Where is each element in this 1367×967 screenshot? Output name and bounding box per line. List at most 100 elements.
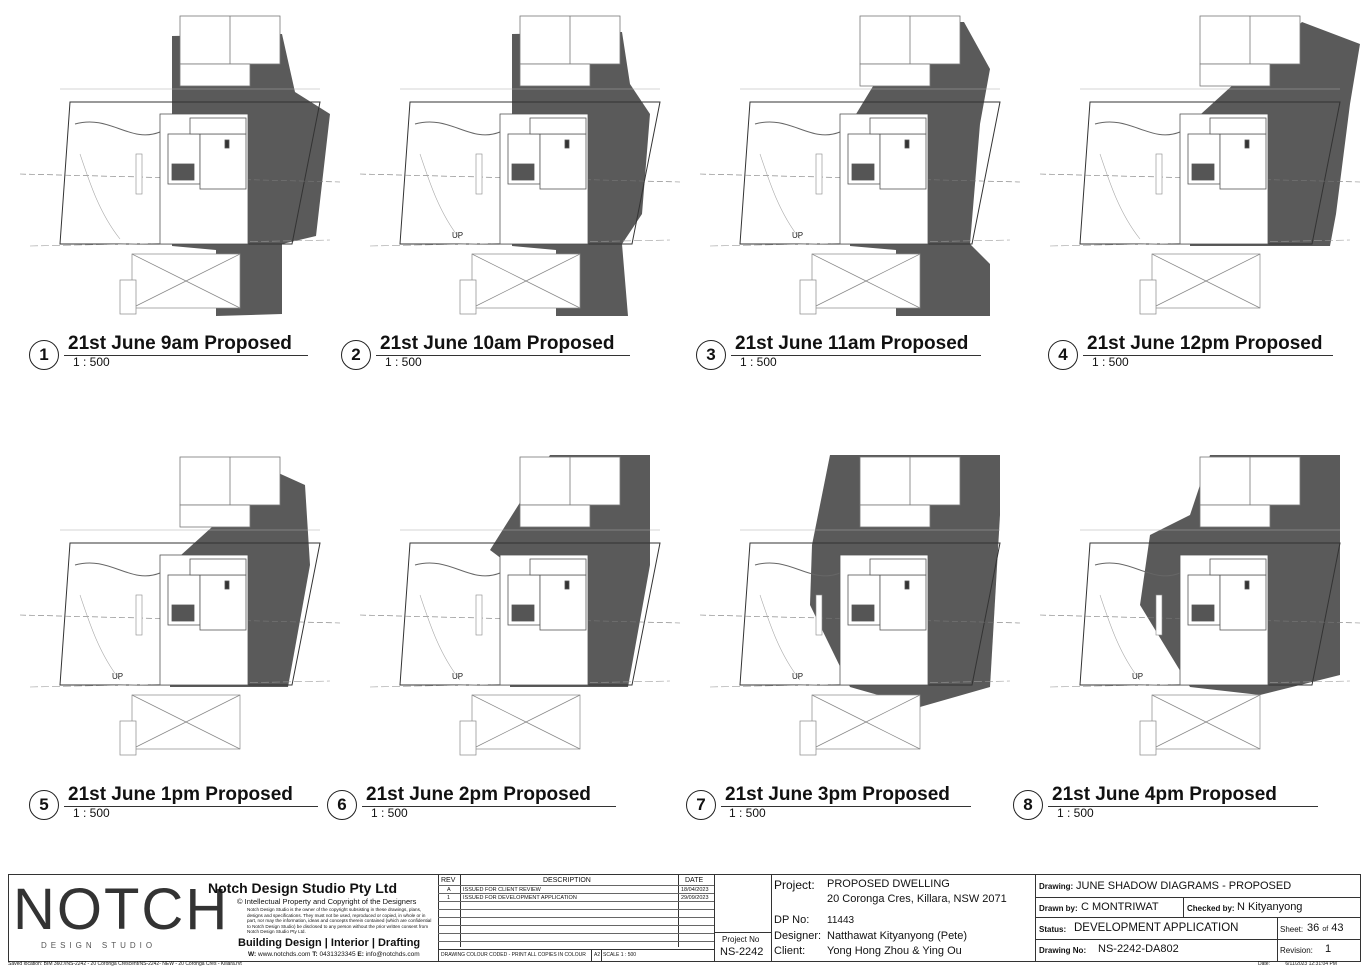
- site-boundary: [399, 542, 661, 686]
- drawn-label: Drawn by:: [1039, 904, 1078, 913]
- view-scale: 1 : 500: [371, 806, 408, 820]
- neighbour-building-south: [1139, 253, 1261, 315]
- client-label: Client:: [774, 945, 806, 957]
- stair-up-label: UP: [112, 672, 123, 681]
- proposed-dwelling: [159, 554, 249, 686]
- shadow-plan-4: [1040, 15, 1360, 315]
- services-line: Building Design | Interior | Drafting: [238, 937, 421, 949]
- neighbour-building-south: [1139, 694, 1261, 756]
- view-scale: 1 : 500: [1057, 806, 1094, 820]
- neighbour-building-north: [179, 15, 281, 87]
- drawing-title: JUNE SHADOW DIAGRAMS - PROPOSED: [1076, 880, 1292, 892]
- desc-header: DESCRIPTION: [543, 877, 591, 884]
- project-label: Project:: [774, 878, 815, 892]
- neighbour-building-north: [519, 15, 621, 87]
- site-boundary: [399, 101, 661, 245]
- project-no-label: Project No: [722, 935, 760, 944]
- contact-line: W: www.notchds.com T: 0431323345 E: info…: [248, 951, 420, 958]
- title-block: NOTCH DESIGN STUDIO Notch Design Studio …: [8, 874, 1361, 962]
- site-boundary: [1079, 542, 1341, 686]
- neighbour-building-south: [459, 694, 581, 756]
- status-label: Status:: [1039, 925, 1067, 934]
- view-scale: 1 : 500: [73, 355, 110, 369]
- view-title: 21st June 12pm Proposed: [1087, 333, 1323, 354]
- colour-note: DRAWING COLOUR CODED - PRINT ALL COPIES …: [441, 952, 586, 958]
- drawn-by: C MONTRIWAT: [1081, 901, 1159, 913]
- shadow-plan-8: UP: [1040, 455, 1360, 756]
- view-title: 21st June 1pm Proposed: [68, 784, 293, 805]
- client-name: Yong Hong Zhou & Ying Ou: [827, 945, 962, 957]
- dp-label: DP No:: [774, 914, 810, 926]
- view-scale: 1 : 500: [729, 806, 766, 820]
- project-no: NS-2242: [720, 946, 764, 958]
- view-number: 3: [696, 340, 726, 370]
- view-number: 1: [29, 340, 59, 370]
- view-number: 2: [341, 340, 371, 370]
- rev-header: REV: [441, 877, 456, 884]
- view-title: 21st June 4pm Proposed: [1052, 784, 1277, 805]
- revision-value: 1: [1325, 943, 1332, 955]
- view-scale: 1 : 500: [73, 806, 110, 820]
- shadow-area: [172, 34, 330, 316]
- project-address: 20 Coronga Cres, Killara, NSW 2071: [827, 893, 1007, 905]
- revision-label: Revision:: [1280, 946, 1313, 955]
- shadow-plan-2: UP: [360, 15, 680, 316]
- status-value: DEVELOPMENT APPLICATION: [1074, 922, 1239, 934]
- neighbour-building-north: [179, 456, 281, 528]
- neighbour-building-south: [119, 694, 241, 756]
- neighbour-building-north: [859, 15, 961, 87]
- drawing-no-label: Drawing No:: [1039, 946, 1087, 955]
- date-header: DATE: [685, 877, 704, 884]
- drawing-label: Drawing:: [1039, 882, 1074, 891]
- view-number: 5: [29, 790, 59, 820]
- view-scale: 1 : 500: [385, 355, 422, 369]
- proposed-dwelling: [159, 113, 249, 245]
- scale-label: SCALE 1 : 500: [603, 952, 637, 958]
- paper-size: A2: [594, 952, 601, 958]
- saved-location: Saved location: BIM 360://NS-2242 - 20 C…: [8, 961, 242, 967]
- sheet-label: Sheet:: [1280, 925, 1304, 934]
- view-scale: 1 : 500: [1092, 355, 1129, 369]
- view-number: 8: [1013, 790, 1043, 820]
- site-boundary: [59, 101, 321, 245]
- neighbour-building-south: [119, 253, 241, 315]
- site-boundary: [739, 542, 1001, 686]
- copyright-disclaimer: Notch Design Studio is the owner of the …: [247, 907, 432, 935]
- site-boundary: [739, 101, 1001, 245]
- shadow-plan-3: UP: [700, 15, 1020, 316]
- neighbour-building-south: [459, 253, 581, 315]
- sheet-number: 36 of 43: [1307, 922, 1344, 934]
- proposed-dwelling: [839, 554, 929, 686]
- shadow-plan-6: UP: [360, 455, 680, 756]
- site-boundary: [59, 542, 321, 686]
- view-number: 7: [686, 790, 716, 820]
- view-title: 21st June 9am Proposed: [68, 333, 292, 354]
- neighbour-building-north: [859, 456, 961, 528]
- designer-label: Designer:: [774, 930, 822, 942]
- proposed-dwelling: [499, 113, 589, 245]
- neighbour-building-north: [1199, 456, 1301, 528]
- stair-up-label: UP: [452, 231, 463, 240]
- view-title: 21st June 11am Proposed: [735, 333, 969, 354]
- neighbour-building-north: [1199, 15, 1301, 87]
- neighbour-building-north: [519, 456, 621, 528]
- checked-by: N Kityanyong: [1237, 901, 1303, 913]
- print-date: Date: 6/11/2023 12:31:04 PM: [1258, 961, 1337, 967]
- stair-up-label: UP: [792, 672, 803, 681]
- view-title: 21st June 2pm Proposed: [366, 784, 591, 805]
- view-title: 21st June 10am Proposed: [380, 333, 615, 354]
- view-number: 4: [1048, 340, 1078, 370]
- proposed-dwelling: [1179, 554, 1269, 686]
- stair-up-label: UP: [792, 231, 803, 240]
- stair-up-label: UP: [1132, 672, 1143, 681]
- logo-subtitle: DESIGN STUDIO: [41, 941, 157, 950]
- project-name: PROPOSED DWELLING: [827, 878, 950, 890]
- proposed-dwelling: [499, 554, 589, 686]
- shadow-plan-7: UP: [700, 455, 1020, 756]
- proposed-dwelling: [839, 113, 929, 245]
- neighbour-building-south: [799, 694, 921, 756]
- view-scale: 1 : 500: [740, 355, 777, 369]
- view-title: 21st June 3pm Proposed: [725, 784, 950, 805]
- neighbour-building-south: [799, 253, 921, 315]
- proposed-dwelling: [1179, 113, 1269, 245]
